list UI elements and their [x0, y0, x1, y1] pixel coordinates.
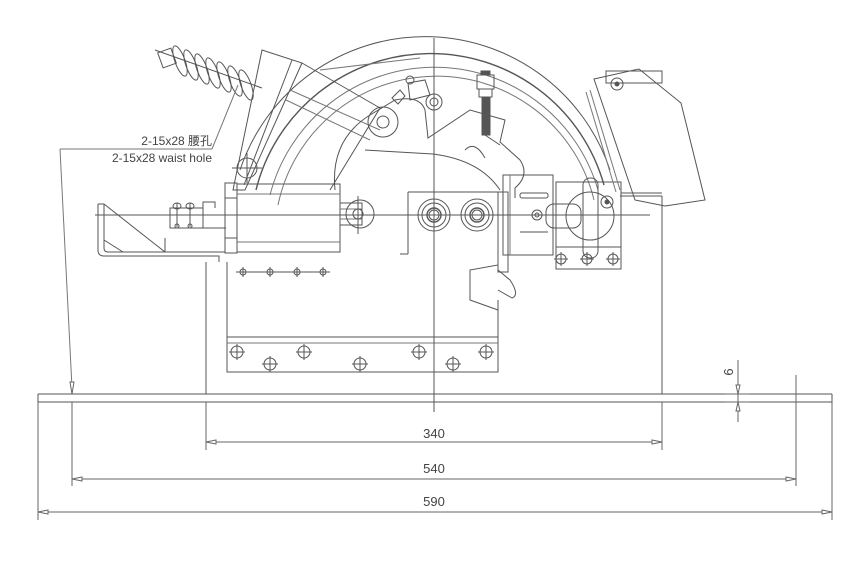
- dimension-6: [725, 360, 750, 422]
- hole-note-chinese: 2-15x28 腰孔: [141, 134, 212, 148]
- right-slider: [502, 174, 662, 270]
- dimension-label-340: 340: [423, 426, 445, 441]
- bolt-hole-icon: [265, 267, 275, 277]
- bolt-hole-icon: [296, 344, 312, 360]
- bolt-hole-icon: [478, 344, 494, 360]
- bolt-hole-icon: [229, 344, 245, 360]
- bolt-hole-icon: [411, 344, 427, 360]
- hole-note-leader: [59, 84, 239, 395]
- main-frame: [205, 195, 663, 394]
- slider-bolts: [554, 252, 620, 266]
- mounting-bolts: [229, 344, 494, 372]
- bolt-hole-icon: [352, 356, 368, 372]
- spring-axis: [154, 49, 263, 89]
- dimension-590: [37, 402, 833, 520]
- spring-nut: [157, 47, 177, 69]
- mounting-plate: [226, 262, 499, 373]
- bolt-hole-icon: [554, 252, 568, 266]
- bolt-hole-icon: [238, 267, 248, 277]
- bolt-hole-icon: [580, 252, 594, 266]
- bolt-hole-icon: [262, 356, 278, 372]
- right-tilted-bracket: [585, 68, 706, 207]
- centerlines: [95, 38, 650, 412]
- base-plate: [37, 393, 833, 403]
- center-block: [400, 191, 516, 311]
- cam-hub: [333, 75, 525, 198]
- spring-coil: [238, 69, 254, 101]
- left-bracket: [97, 201, 226, 262]
- dimension-label-590: 590: [423, 494, 445, 509]
- cylinder: [224, 182, 375, 254]
- small-bolt-row: [236, 267, 330, 277]
- dimension-label-6: 6: [721, 368, 736, 375]
- bolt-hole-icon: [318, 267, 328, 277]
- adjusting-screw: [476, 70, 501, 146]
- dimension-label-540: 540: [423, 461, 445, 476]
- bolt-hole-icon: [445, 356, 461, 372]
- bolt-hole-icon: [292, 267, 302, 277]
- bolt-hole-icon: [606, 252, 620, 266]
- hole-note-english: 2-15x28 waist hole: [112, 151, 212, 165]
- brake-drum: [239, 36, 611, 206]
- spring-arm: [232, 49, 381, 191]
- dimension-540: [71, 375, 797, 486]
- dimension-340: [205, 402, 663, 450]
- compression-spring: [154, 45, 263, 101]
